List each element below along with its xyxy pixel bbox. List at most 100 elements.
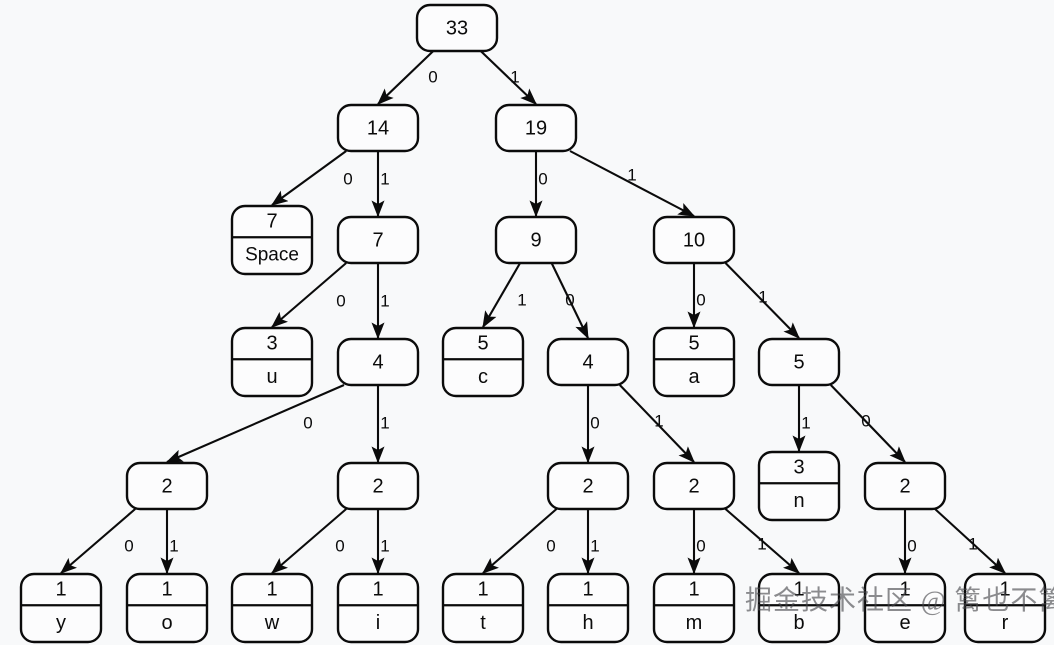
node-box: [230, 326, 314, 398]
edge-label-bit: 0: [538, 169, 547, 188]
node-weight: 5: [688, 333, 699, 355]
leaf-node[interactable]: 1o: [125, 572, 209, 644]
internal-node[interactable]: 10: [652, 215, 736, 265]
node-box: [336, 337, 420, 387]
leaf-node[interactable]: 1r: [963, 572, 1047, 644]
node-box: [652, 572, 736, 644]
node-weight: 9: [530, 229, 541, 251]
node-weight: 1: [161, 579, 172, 601]
node-symbol: c: [478, 366, 488, 388]
leaf-node[interactable]: 3n: [757, 450, 841, 522]
internal-node[interactable]: 4: [336, 337, 420, 387]
tree-edge: [60, 508, 136, 574]
node-box: [336, 572, 420, 644]
node-weight: 2: [688, 475, 699, 497]
edge-label-bit: 0: [303, 413, 312, 432]
edge-label-bit: 1: [758, 287, 767, 306]
internal-node[interactable]: 19: [494, 103, 578, 153]
edge-label-bit: 0: [565, 290, 574, 309]
node-symbol: m: [686, 612, 703, 634]
node-box: [863, 461, 947, 511]
node-symbol: u: [266, 366, 277, 388]
leaf-node[interactable]: 1y: [19, 572, 103, 644]
node-weight: 1: [372, 579, 383, 601]
node-symbol: o: [161, 612, 172, 634]
edge-layer: [60, 50, 1006, 575]
node-weight: 5: [477, 333, 488, 355]
leaf-node[interactable]: 1m: [652, 572, 736, 644]
edge-label-bit: 0: [124, 536, 133, 555]
node-box: [494, 215, 578, 265]
node-weight: 5: [793, 351, 804, 373]
edge-label-bit: 1: [968, 534, 977, 553]
node-weight: 2: [582, 475, 593, 497]
node-symbol: w: [264, 612, 280, 634]
node-symbol: t: [480, 612, 486, 634]
node-box: [757, 572, 841, 644]
internal-node[interactable]: 9: [494, 215, 578, 265]
node-weight: 1: [266, 579, 277, 601]
edge-label-bit: 0: [343, 169, 352, 188]
node-symbol: a: [688, 366, 700, 388]
internal-node[interactable]: 2: [652, 461, 736, 511]
internal-node[interactable]: 2: [546, 461, 630, 511]
tree-edge: [271, 508, 347, 574]
node-symbol: r: [1002, 612, 1009, 634]
internal-node[interactable]: 2: [863, 461, 947, 511]
edge-label-bit: 1: [757, 534, 766, 553]
node-box: [546, 337, 630, 387]
node-box: [230, 572, 314, 644]
leaf-node[interactable]: 1b: [757, 572, 841, 644]
edge-label-bit: 0: [428, 67, 437, 86]
leaf-node[interactable]: 1i: [336, 572, 420, 644]
internal-node[interactable]: 4: [546, 337, 630, 387]
leaf-node[interactable]: 3u: [230, 326, 314, 398]
node-box: [863, 572, 947, 644]
node-weight: 7: [266, 211, 277, 233]
node-weight: 2: [161, 475, 172, 497]
internal-node[interactable]: 2: [125, 461, 209, 511]
tree-edge: [550, 262, 589, 340]
node-box: [757, 337, 841, 387]
edge-label-bit: 1: [380, 413, 389, 432]
internal-node[interactable]: 5: [757, 337, 841, 387]
edge-label-bit: 1: [380, 169, 389, 188]
tree-edge: [271, 262, 347, 328]
tree-edge: [377, 50, 435, 105]
edge-label-bit: 1: [380, 291, 389, 310]
node-box: [652, 461, 736, 511]
node-symbol: h: [582, 612, 593, 634]
node-box: [336, 103, 420, 153]
leaf-node[interactable]: 5c: [441, 326, 525, 398]
leaf-node[interactable]: 1t: [441, 572, 525, 644]
internal-node[interactable]: 2: [336, 461, 420, 511]
edge-label-bit: 1: [380, 536, 389, 555]
node-symbol: e: [899, 612, 910, 634]
internal-node[interactable]: 14: [336, 103, 420, 153]
node-box: [441, 572, 525, 644]
tree-edge: [165, 384, 345, 463]
node-weight: 19: [525, 117, 547, 139]
node-box: [230, 204, 314, 276]
internal-node[interactable]: 7: [336, 215, 420, 265]
leaf-node[interactable]: 1h: [546, 572, 630, 644]
node-symbol: y: [56, 612, 66, 634]
edge-label-bit: 1: [169, 536, 178, 555]
tree-edge: [724, 262, 800, 339]
node-symbol: i: [376, 612, 380, 634]
leaf-node[interactable]: 5a: [652, 326, 736, 398]
node-box: [652, 215, 736, 265]
edge-label-bit: 0: [590, 413, 599, 432]
node-weight: 1: [793, 579, 804, 601]
internal-node[interactable]: 33: [415, 3, 499, 53]
edge-label-bit: 1: [517, 290, 526, 309]
leaf-node[interactable]: 1w: [230, 572, 314, 644]
node-weight: 4: [582, 351, 593, 373]
leaf-node[interactable]: 1e: [863, 572, 947, 644]
tree-edge: [482, 262, 522, 329]
node-symbol: b: [793, 612, 804, 634]
